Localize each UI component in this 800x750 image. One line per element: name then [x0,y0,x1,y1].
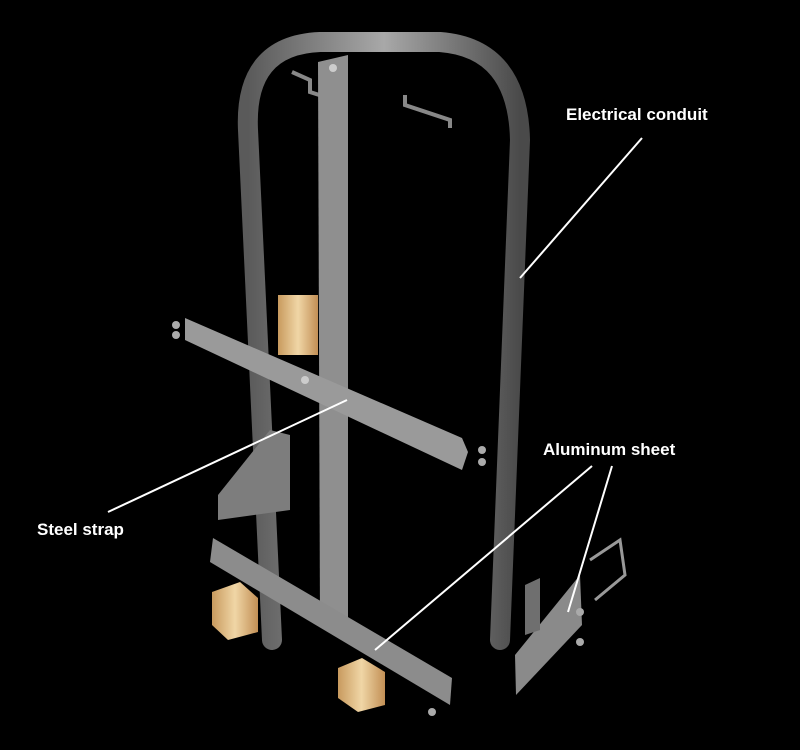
bolt [301,376,309,384]
top-bracket-right [403,95,452,128]
bolt [478,458,486,466]
bolt [172,321,180,329]
wood-block [278,295,318,355]
aluminum-sheet-bottom [210,538,452,705]
aluminum-bracket-right [515,575,582,695]
steel-strap-horizontal [185,318,468,470]
wood-block [212,582,258,640]
bolt [478,446,486,454]
leader-line-aluminum-1 [374,465,593,651]
leader-line-conduit [519,137,643,279]
wood-block [338,658,385,712]
bolt [576,608,584,616]
label-aluminum-sheet: Aluminum sheet [543,440,676,459]
aluminum-plate-small [525,578,540,635]
bolt [576,638,584,646]
leader-line-strap [107,399,348,513]
right-wire-bracket [589,537,627,602]
bolt [172,331,180,339]
label-steel-strap: Steel strap [37,520,124,539]
aluminum-bracket-left [218,430,290,520]
bolt [329,64,337,72]
electrical-conduit [237,32,531,650]
leader-line-aluminum-2 [567,465,613,613]
steel-strap-vertical [318,55,348,625]
label-electrical-conduit: Electrical conduit [566,105,708,124]
bolt [428,708,436,716]
